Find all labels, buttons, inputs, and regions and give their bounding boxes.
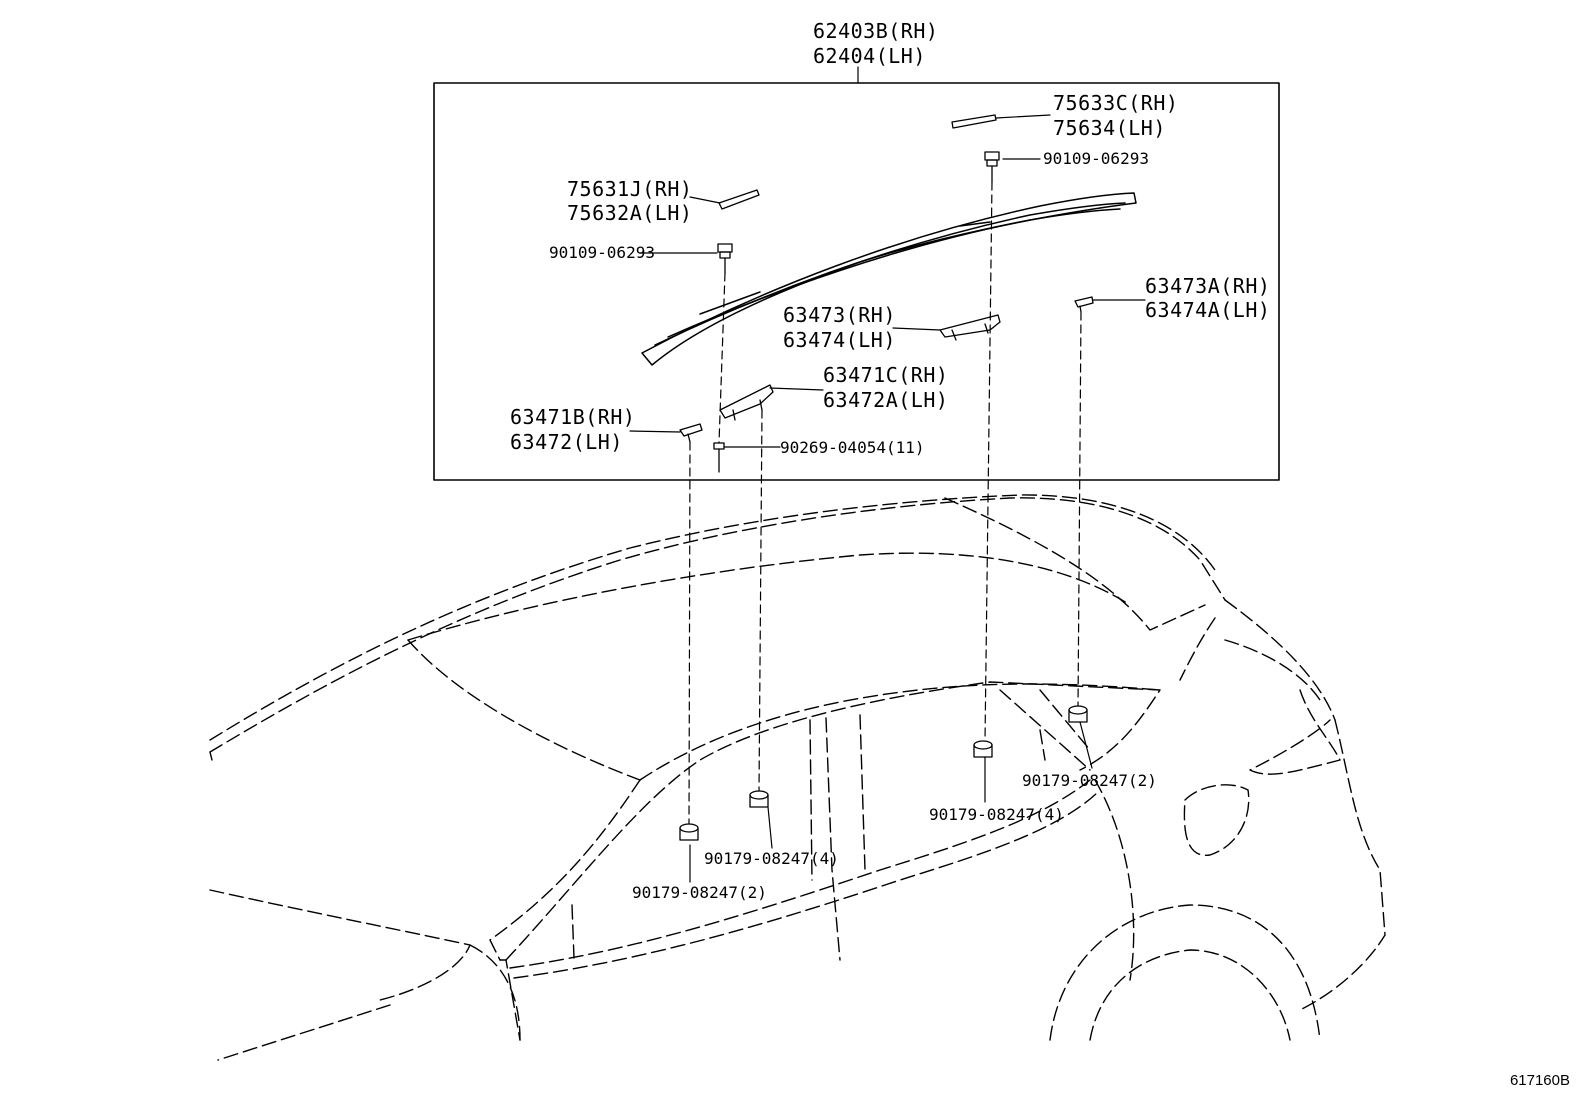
bracket-front-part xyxy=(680,424,702,442)
diagram-code: 617160B xyxy=(1509,1072,1570,1089)
clip-part xyxy=(714,443,724,472)
label-nut-rear-end: 90179-08247(2) xyxy=(1022,771,1157,790)
roof-rail xyxy=(642,193,1136,365)
label-bolt-front: 90109-06293 xyxy=(549,243,655,262)
bracket-rear-end-part xyxy=(1075,297,1093,312)
nut-front-part xyxy=(680,824,698,840)
car-body xyxy=(210,495,1385,1060)
label-assembly-lh: 62404(LH) xyxy=(813,44,926,68)
label-bracket-center-lh: 63472A(LH) xyxy=(823,388,949,412)
label-bracket-rear-lh: 63474(LH) xyxy=(783,328,896,352)
cover-rear-part xyxy=(952,115,996,128)
label-nut-front: 90179-08247(2) xyxy=(632,883,767,902)
bracket-center-part xyxy=(720,385,773,420)
bolt-rear-part xyxy=(985,152,999,182)
label-cover-front-lh: 75632A(LH) xyxy=(567,201,693,225)
label-bracket-front-rh: 63471B(RH) xyxy=(510,405,636,429)
label-bolt-rear: 90109-06293 xyxy=(1043,149,1149,168)
label-bracket-rear-end-lh: 63474A(LH) xyxy=(1145,298,1271,322)
nut-rear-part xyxy=(974,741,992,757)
leader-lines xyxy=(630,115,1145,882)
bolt-front-part xyxy=(718,244,732,273)
label-cover-front-rh: 75631J(RH) xyxy=(567,177,693,201)
label-bracket-rear-end-rh: 63473A(RH) xyxy=(1145,274,1271,298)
label-bracket-rear-rh: 63473(RH) xyxy=(783,303,896,327)
label-bracket-front-lh: 63472(LH) xyxy=(510,430,623,454)
bracket-rear-part xyxy=(940,315,1000,340)
label-bracket-center-rh: 63471C(RH) xyxy=(823,363,949,387)
label-cover-rear-lh: 75634(LH) xyxy=(1053,116,1166,140)
label-assembly-rh: 62403B(RH) xyxy=(813,19,939,43)
nut-rear-end-part xyxy=(1069,706,1087,722)
cover-front-part xyxy=(719,190,759,209)
alignment-lines xyxy=(689,182,1081,824)
label-clip: 90269-04054(11) xyxy=(780,438,925,457)
label-nut-rear: 90179-08247(4) xyxy=(929,805,1064,824)
assembly-box xyxy=(434,83,1279,480)
label-nut-center: 90179-08247(4) xyxy=(704,849,839,868)
label-cover-rear-rh: 75633C(RH) xyxy=(1053,91,1179,115)
nut-center-part xyxy=(750,791,768,807)
